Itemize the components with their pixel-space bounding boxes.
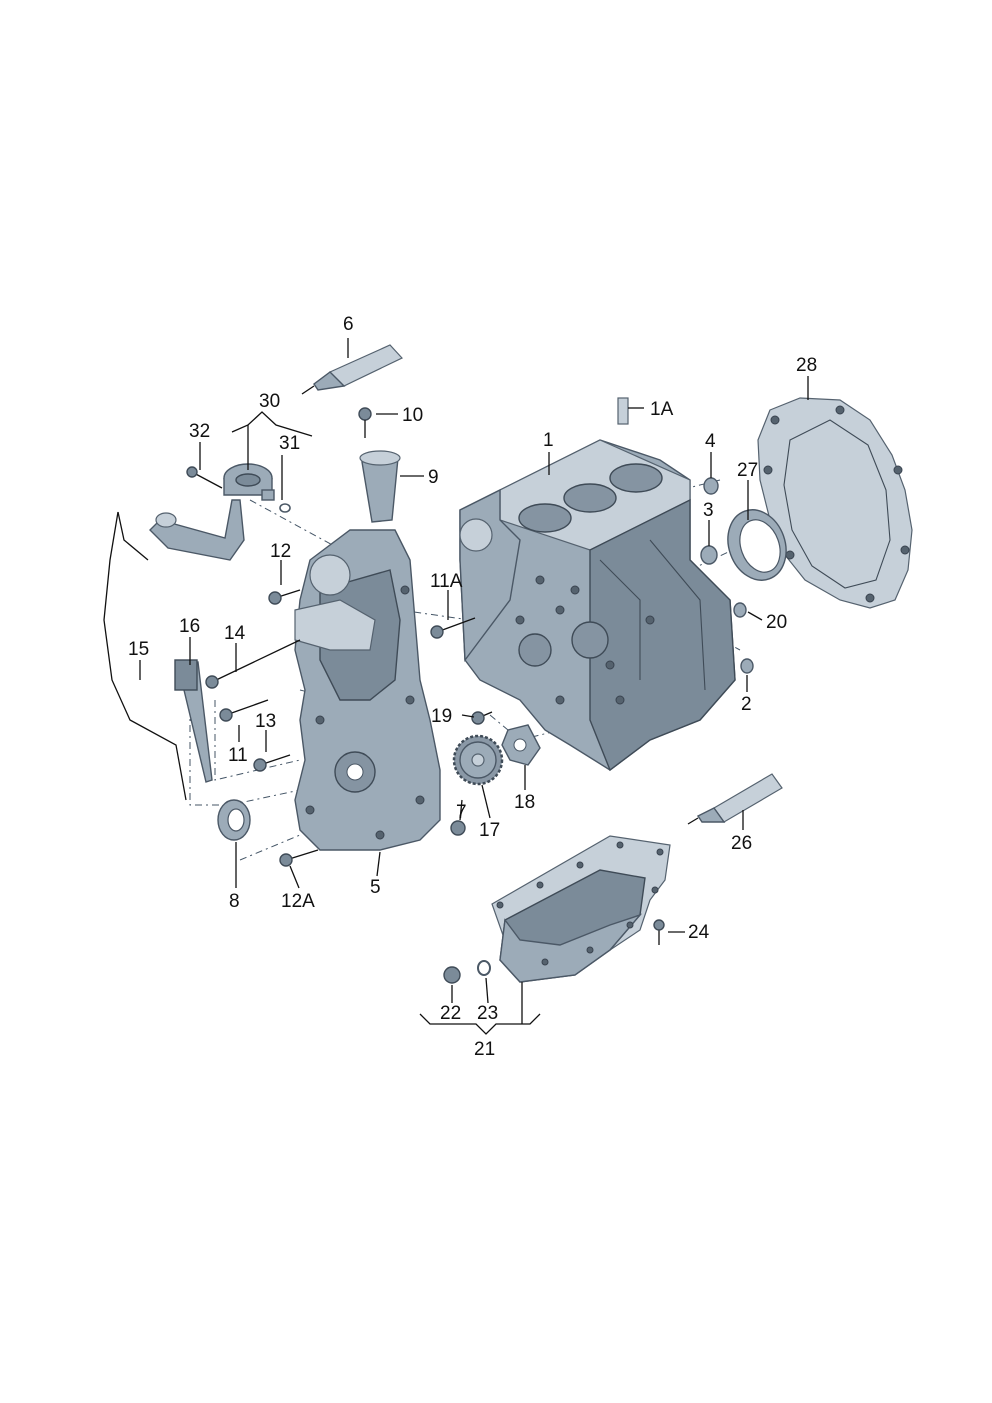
sealant-tube-6 xyxy=(301,344,403,395)
callout-labels: 6 10 9 30 31 32 12 16 14 15 13 11 11A 1 … xyxy=(128,314,817,1060)
callout-27: 27 xyxy=(737,460,758,481)
callout-14: 14 xyxy=(224,623,246,644)
callout-31: 31 xyxy=(279,433,300,454)
bolt-11 xyxy=(219,699,269,722)
callout-23: 23 xyxy=(477,1003,498,1024)
callout-1: 1 xyxy=(543,430,554,451)
sprocket-17 xyxy=(452,734,504,786)
seal-ring-27 xyxy=(727,509,787,581)
callout-10: 10 xyxy=(402,405,423,426)
callout-18: 18 xyxy=(514,792,535,813)
drain-plug-22 xyxy=(443,966,461,984)
callout-16: 16 xyxy=(179,616,200,637)
timing-cover-5 xyxy=(294,529,441,851)
callout-11a: 11A xyxy=(430,571,463,592)
callout-9: 9 xyxy=(428,467,439,488)
callout-26: 26 xyxy=(731,833,752,854)
flange-18 xyxy=(501,724,541,766)
callout-1a: 1A xyxy=(650,399,674,420)
bolt-12 xyxy=(268,589,301,605)
callout-6: 6 xyxy=(343,314,354,335)
bolt-11a xyxy=(430,617,476,639)
oil-seal-8 xyxy=(217,799,251,841)
callout-21: 21 xyxy=(474,1039,495,1060)
plug-2 xyxy=(740,658,754,674)
leader-lines xyxy=(139,338,809,1035)
callout-20: 20 xyxy=(766,612,787,633)
plug-20 xyxy=(733,602,747,618)
callout-7: 7 xyxy=(456,802,467,823)
dowel-pin-1a xyxy=(617,397,629,425)
callout-13: 13 xyxy=(255,711,276,732)
oil-filter-housing-30 xyxy=(149,463,275,561)
dipstick-15 xyxy=(103,511,187,801)
gasket-28 xyxy=(757,397,913,609)
bolt-14 xyxy=(205,639,301,689)
seal-ring-23 xyxy=(477,960,491,976)
callout-28: 28 xyxy=(796,355,817,376)
callout-30: 30 xyxy=(259,391,280,412)
engine-block-1 xyxy=(459,439,736,772)
callout-17: 17 xyxy=(479,820,500,841)
callout-11: 11 xyxy=(228,745,248,766)
callout-12a: 12A xyxy=(281,891,315,912)
callout-19: 19 xyxy=(431,706,452,727)
callout-15: 15 xyxy=(128,639,149,660)
bolt-13 xyxy=(253,754,291,772)
callout-5: 5 xyxy=(370,877,381,898)
bolt-32 xyxy=(186,466,223,489)
plug-4 xyxy=(703,477,719,495)
callout-24: 24 xyxy=(688,922,710,943)
callout-2: 2 xyxy=(741,694,752,715)
callout-4: 4 xyxy=(705,431,716,452)
sealant-tube-26 xyxy=(687,773,783,825)
bolt-10 xyxy=(358,407,372,438)
plug-3 xyxy=(700,545,718,565)
callout-8: 8 xyxy=(229,891,240,912)
oil-pan-21 xyxy=(491,835,671,983)
dipstick-guide-16 xyxy=(174,659,213,783)
bolt-19 xyxy=(471,711,493,725)
o-ring-31 xyxy=(279,503,291,513)
bolt-12a xyxy=(279,849,319,867)
callout-22: 22 xyxy=(440,1003,461,1024)
callout-3: 3 xyxy=(703,500,714,521)
callout-32: 32 xyxy=(189,421,210,442)
callout-12: 12 xyxy=(270,541,291,562)
bolt-7 xyxy=(450,820,466,836)
oil-filler-tube-9 xyxy=(359,450,401,523)
bolt-24 xyxy=(653,919,665,945)
